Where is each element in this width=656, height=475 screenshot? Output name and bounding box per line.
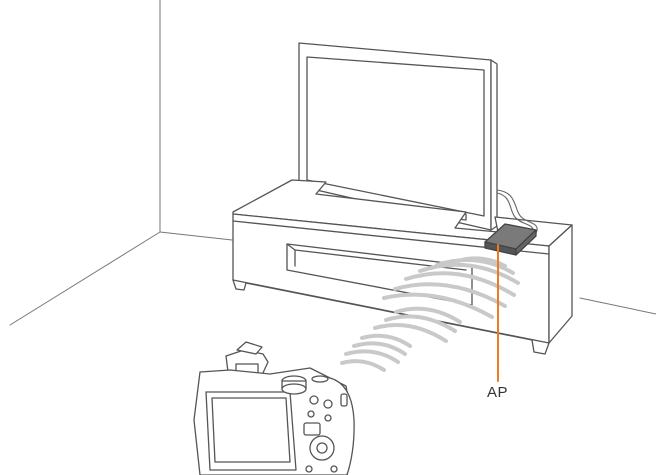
tv-stand [233,180,572,354]
camera [194,342,354,475]
ap-label: AP [487,384,508,401]
